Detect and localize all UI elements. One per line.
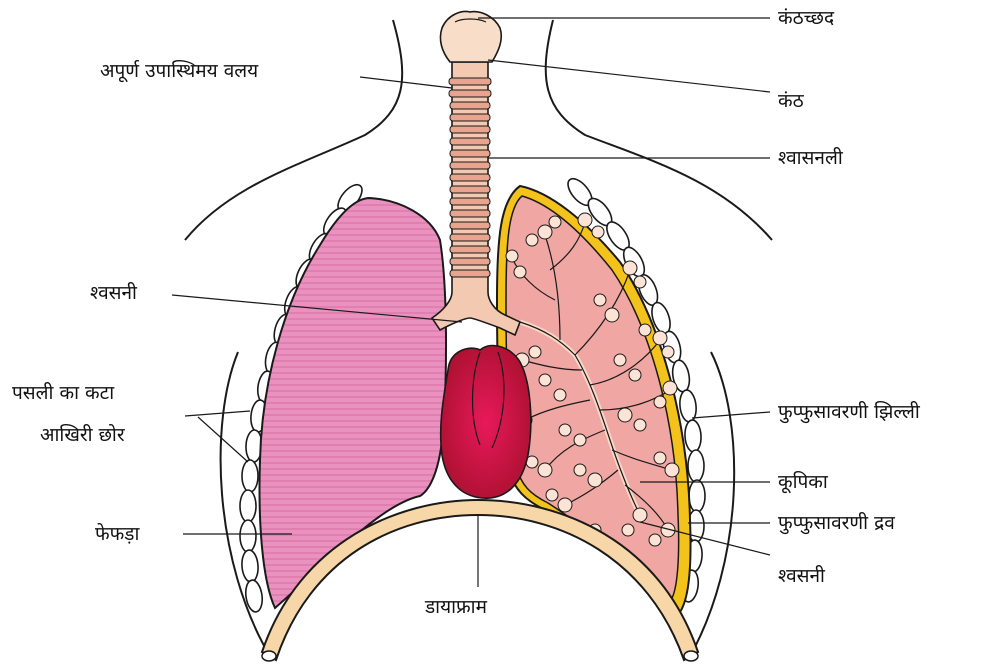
label-pleural-membrane: फुप्फुसावरणी झिल्ली [778,401,920,423]
label-rib-cut-end-1: पसली का कटा [12,382,114,404]
label-bronchus: श्वसनी [90,282,137,304]
label-larynx: कंठ [778,90,804,112]
cartilage-rings [449,78,491,277]
label-rib-cut-end-2: आखिरी छोर [40,424,125,446]
body-outline-right [546,20,772,240]
label-epiglottis: कंठच्छद [778,7,834,29]
label-alveoli: कूपिका [778,471,828,493]
label-pleural-fluid: फुप्फुसावरणी द्रव [778,512,895,534]
diaphragm-end-left [262,651,276,661]
diaphragm-end-right [684,651,698,661]
label-trachea: श्वासनली [778,147,843,169]
label-diaphragm: डायाफ्राम [425,596,487,618]
label-cartilage-rings: अपूर्ण उपास्थिमय वलय [100,60,258,82]
label-bronchiole: श्वसनी [778,565,825,587]
heart [441,346,531,499]
label-lung: फेफड़ा [95,523,139,545]
